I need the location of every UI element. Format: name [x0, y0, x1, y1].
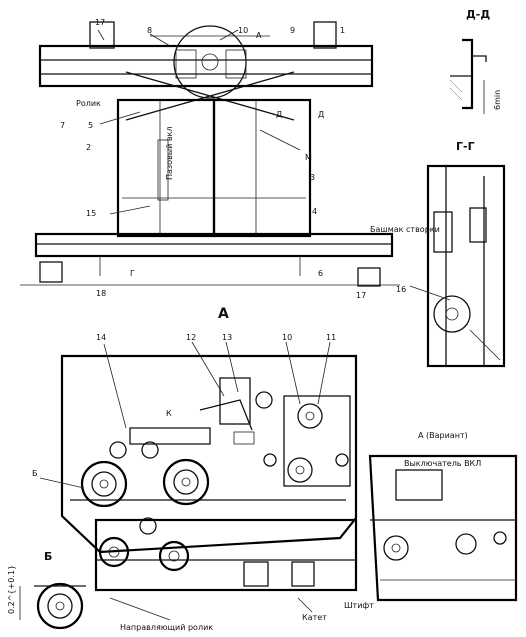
mark-7: 7	[60, 121, 65, 130]
variant-note: Выключатель ВКЛ	[404, 459, 481, 468]
mark-m: М	[305, 153, 312, 162]
mark-4: 4	[312, 207, 317, 216]
mark-10-detail: 10	[282, 333, 292, 342]
mark-a-top: А	[256, 31, 262, 40]
mark-d-left: Д	[276, 110, 282, 119]
top-view-labels: 17 8 10 А 9 1 Д Д 7 5 М 2 3 15 4 Г 6 18 …	[60, 18, 406, 300]
section-gg-title: Г-Г	[456, 140, 475, 153]
mark-11: 11	[326, 333, 336, 342]
mark-15: 15	[86, 209, 96, 218]
mark-16: 16	[396, 285, 406, 294]
detail-view-b: Б 0.2^{+0.1} Направляющий ролик	[7, 550, 213, 632]
mark-g: Г	[130, 269, 135, 278]
mark-8: 8	[147, 26, 152, 35]
catch-label: Катет	[302, 613, 327, 622]
mark-17-top: 17	[95, 18, 105, 27]
section-dd-title: Д-Д	[466, 8, 490, 21]
door-assembly-view	[20, 21, 400, 287]
view-a-variant-title: А (Вариант)	[418, 431, 468, 440]
mark-d-right: Д	[318, 110, 324, 119]
door-shoe-label: Башмак створки	[370, 225, 440, 234]
mark-5: 5	[88, 121, 93, 130]
mark-6: 6	[318, 269, 323, 278]
dim-dd-label: 6min	[493, 90, 502, 110]
mark-2: 2	[86, 143, 91, 152]
mark-1: 1	[340, 26, 345, 35]
mark-b: Б	[32, 469, 38, 478]
guide-roller-label: Направляющий ролик	[120, 623, 213, 632]
mark-3: 3	[310, 173, 315, 182]
view-a-title: А	[218, 306, 229, 322]
mark-18: 18	[96, 289, 106, 298]
view-b-title: Б	[44, 550, 52, 563]
roller-label: Ролик	[76, 99, 101, 108]
mark-9: 9	[290, 26, 295, 35]
mark-14: 14	[96, 333, 106, 342]
section-gg: Г-Г Башмак створки	[370, 140, 506, 368]
detail-view-a: А 14 12 13 10 11 К Б	[32, 306, 358, 554]
mark-10-top: 10	[238, 26, 248, 35]
pin-label: Штифт	[344, 601, 374, 610]
mark-17-bottom: 17	[356, 291, 366, 300]
mark-12: 12	[186, 333, 196, 342]
mark-13: 13	[222, 333, 232, 342]
lower-rail: Катет Штифт	[94, 518, 374, 622]
floor-sill-label: Пазовый вкл	[165, 127, 174, 181]
dim-b-label: 0.2^{+0.1}	[7, 565, 16, 614]
mark-k: К	[166, 409, 172, 418]
detail-view-a-variant: А (Вариант) Выключатель ВКЛ	[368, 431, 518, 602]
section-dd: Д-Д 6min	[449, 8, 502, 114]
